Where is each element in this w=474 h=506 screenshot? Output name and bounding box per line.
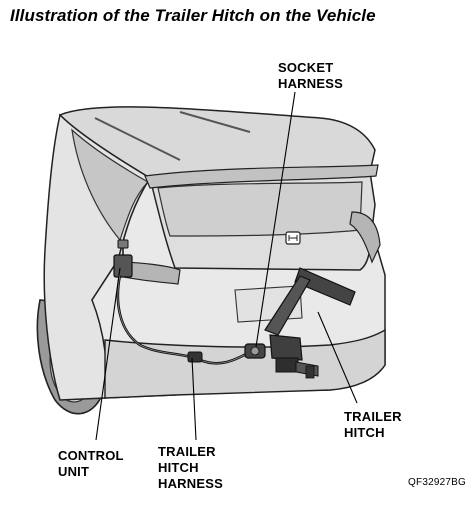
label-trailer-hitch-harness-line2: HITCH: [158, 460, 199, 475]
label-trailer-hitch-harness-line3: HARNESS: [158, 476, 223, 491]
car-body: [43, 106, 386, 401]
leader-socket-harness: [255, 91, 296, 348]
label-trailer-hitch-harness-line1: TRAILER: [158, 444, 216, 459]
label-trailer-hitch: TRAILER HITCH: [344, 409, 402, 441]
label-control-unit-line1: CONTROL: [58, 448, 124, 463]
label-trailer-hitch-line1: TRAILER: [344, 409, 402, 424]
label-socket-harness: SOCKET HARNESS: [278, 60, 343, 92]
label-socket-harness-line1: SOCKET: [278, 60, 334, 75]
label-trailer-hitch-line2: HITCH: [344, 425, 385, 440]
leader-trailer-hitch-harness: [191, 357, 197, 441]
label-trailer-hitch-harness: TRAILER HITCH HARNESS: [158, 444, 223, 492]
figure-code: QF32927BG: [408, 477, 466, 488]
label-control-unit: CONTROL UNIT: [58, 448, 124, 480]
figure-title: Illustration of the Trailer Hitch on the…: [10, 6, 376, 25]
trailer-hitch-harness-wire: [116, 274, 251, 365]
socket-harness-connector: [244, 343, 266, 359]
trailer-hitch: [264, 267, 356, 379]
label-control-unit-line2: UNIT: [58, 464, 90, 479]
label-socket-harness-line2: HARNESS: [278, 76, 343, 91]
leader-trailer-hitch: [317, 311, 358, 404]
control-unit: [113, 239, 133, 278]
leader-lines: [95, 91, 358, 441]
leader-control-unit: [95, 267, 121, 441]
